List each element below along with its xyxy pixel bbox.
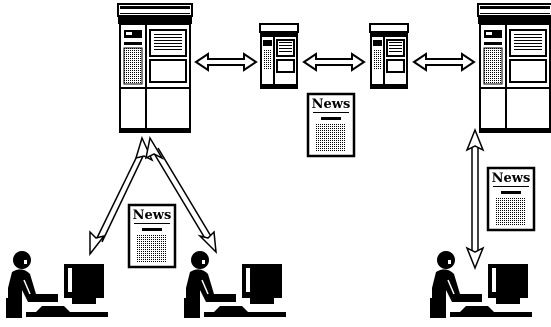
link-arrow-to-user-right bbox=[467, 130, 483, 268]
user-workstation-middle bbox=[184, 251, 286, 318]
link-arrow-2 bbox=[304, 54, 364, 70]
server-small-left bbox=[260, 24, 298, 88]
link-arrow-3 bbox=[414, 54, 474, 70]
user-workstation-right bbox=[430, 251, 532, 318]
news-document-right: News bbox=[488, 168, 534, 230]
server-large-left bbox=[118, 4, 192, 132]
server-large-right bbox=[478, 4, 551, 132]
news-document-title: News bbox=[312, 97, 351, 112]
link-arrow-1 bbox=[196, 54, 256, 70]
news-document-left: News bbox=[129, 205, 175, 267]
news-document-title: News bbox=[133, 208, 172, 223]
news-document-top: News bbox=[308, 94, 354, 156]
server-small-right bbox=[370, 24, 408, 88]
user-workstation-left bbox=[6, 251, 108, 318]
news-document-title: News bbox=[492, 171, 531, 186]
